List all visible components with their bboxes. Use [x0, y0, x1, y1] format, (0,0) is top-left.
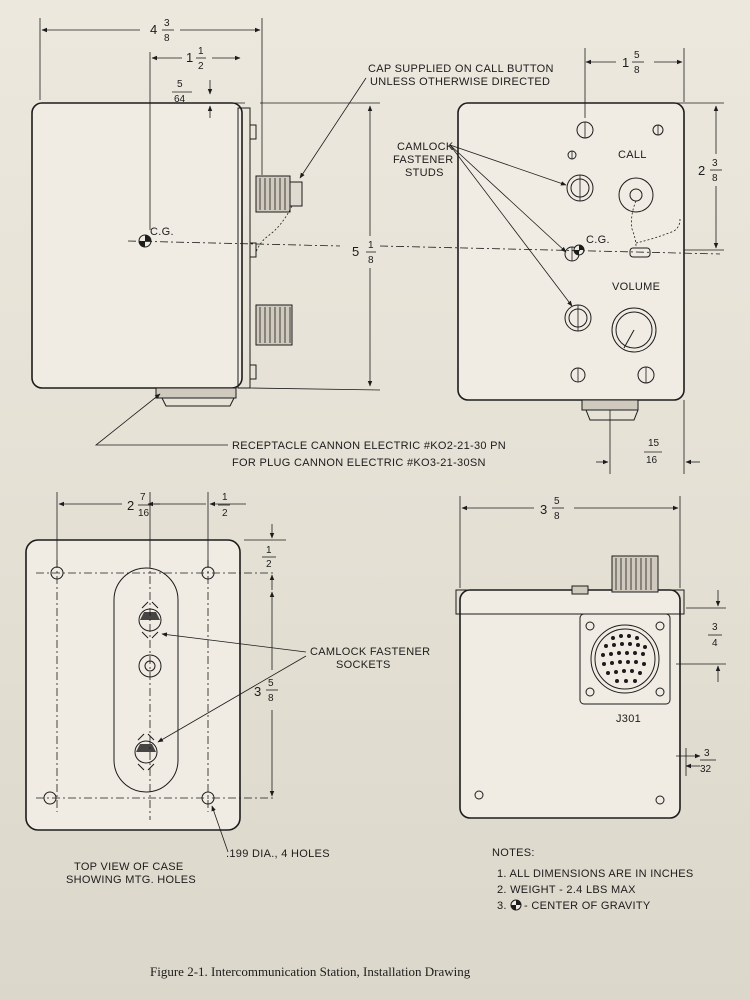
dim-overall-width-whole: 4: [150, 22, 157, 37]
bottom-view: J301 3 5 8 3 4 3 32: [455, 496, 726, 819]
cap-note-line1: CAP SUPPLIED ON CALL BUTTON: [368, 63, 554, 75]
dim-top-half-den: 2: [222, 508, 228, 519]
camlock-studs-line1: CAMLOCK: [397, 141, 454, 153]
camlock-studs-line2: FASTENER: [393, 154, 453, 166]
j301-label: J301: [616, 713, 641, 725]
dim-top-height-num: 5: [268, 678, 274, 689]
top-view-line2: SHOWING MTG. HOLES: [66, 874, 196, 886]
dim-top-width-whole: 2: [127, 498, 134, 513]
dim-front-bottom-num: 15: [648, 438, 660, 449]
dim-top-height-den: 8: [268, 693, 274, 704]
dim-top-vert-half-den: 2: [266, 559, 272, 570]
cap-note-line2: UNLESS OTHERWISE DIRECTED: [370, 76, 550, 88]
dim-overall-width-num: 3: [164, 18, 170, 29]
dim-bottom-34-num: 3: [712, 622, 718, 633]
volume-knob-front: [611, 307, 657, 353]
j301-connector: [579, 613, 671, 705]
dim-top-width-den: 16: [138, 508, 150, 519]
note-1: 1. ALL DIMENSIONS ARE IN INCHES: [497, 868, 694, 880]
dim-front-call-num: 3: [712, 158, 718, 169]
notes-block: NOTES: 1. ALL DIMENSIONS ARE IN INCHES 2…: [492, 847, 694, 912]
camlock-stud-top: [566, 174, 594, 202]
dim-bottom-width-whole: 3: [540, 502, 547, 517]
dim-top-vert-half-num: 1: [266, 545, 272, 556]
top-view-line1: TOP VIEW OF CASE: [74, 861, 184, 873]
panel-screws: [567, 121, 664, 384]
dim-front-top-den: 8: [634, 65, 640, 76]
dim-front-call-whole: 2: [698, 163, 705, 178]
volume-knob-side: [255, 304, 293, 346]
sockets-line2: SOCKETS: [336, 659, 391, 671]
dim-front-bottom-den: 16: [646, 455, 658, 466]
camlock-socket-top: [138, 601, 162, 639]
dim-top-width-num: 7: [140, 492, 146, 503]
volume-knob-bottom: [571, 555, 659, 595]
dim-bottom-width-den: 8: [554, 511, 560, 522]
side-view-case: [31, 102, 243, 389]
dim-height-whole: 5: [352, 244, 359, 259]
call-label: CALL: [618, 149, 647, 161]
dim-height-den: 8: [368, 255, 374, 266]
dim-side-depth-den: 2: [198, 61, 204, 72]
center-socket: [138, 654, 162, 678]
dim-bottom-332-num: 3: [704, 748, 710, 759]
note-2: 2. WEIGHT - 2.4 LBS MAX: [497, 884, 636, 896]
holes-label: .199 DIA., 4 HOLES: [226, 848, 330, 860]
dim-bottom-34-den: 4: [712, 638, 718, 649]
cg-label-side: C.G.: [150, 226, 174, 238]
front-view-panel: [457, 102, 685, 401]
dim-bottom-332-den: 32: [700, 764, 712, 775]
receptacle-line1: RECEPTACLE CANNON ELECTRIC #KO2-21-30 PN: [232, 440, 506, 452]
dim-front-call-den: 8: [712, 173, 718, 184]
dim-overall-width-den: 8: [164, 33, 170, 44]
sockets-line1: CAMLOCK FASTENER: [310, 646, 430, 658]
dim-front-top-whole: 1: [622, 55, 629, 70]
dim-bottom-width-num: 5: [554, 496, 560, 507]
mounting-holes: [43, 566, 215, 805]
figure-caption: Figure 2-1. Intercommunication Station, …: [150, 964, 471, 979]
dim-top-height-whole: 3: [254, 684, 261, 699]
front-view: CALL C.G. VOLUME CAMLOCK FASTENER STUDS: [379, 48, 724, 474]
cg-symbol-icon: [510, 899, 522, 911]
dim-height-num: 1: [368, 240, 374, 251]
receptacle-line2: FOR PLUG CANNON ELECTRIC #KO3-21-30SN: [232, 457, 486, 469]
top-view: 2 7 16 1 2 1 2 3 5 8 CAMLOCK FASTENER SO…: [25, 492, 430, 886]
dim-top-half-num: 1: [222, 492, 228, 503]
dim-5-64-den: 64: [174, 94, 186, 105]
note-3-text: - CENTER OF GRAVITY: [524, 900, 651, 912]
dim-front-top-num: 5: [634, 50, 640, 61]
bottom-view-lip: [455, 589, 685, 615]
camlock-studs-line3: STUDS: [405, 167, 444, 179]
volume-label: VOLUME: [612, 281, 660, 293]
camlock-stud-bottom: [564, 304, 592, 332]
dim-side-depth-num: 1: [198, 46, 204, 57]
dim-5-64-num: 5: [177, 79, 183, 90]
note-3-number: 3.: [497, 900, 507, 912]
cg-label-front: C.G.: [586, 234, 610, 246]
call-button-front: [618, 177, 681, 258]
call-button-side: [255, 175, 303, 253]
side-view: C.G. 4 3 8 1 1 2 5 64 5 1 8 CAP: [31, 18, 554, 469]
socket-plate: [113, 567, 179, 793]
camlock-socket-bottom: [134, 733, 158, 771]
notes-title: NOTES:: [492, 847, 535, 859]
top-view-case: [25, 539, 241, 831]
dim-side-depth-whole: 1: [186, 50, 193, 65]
